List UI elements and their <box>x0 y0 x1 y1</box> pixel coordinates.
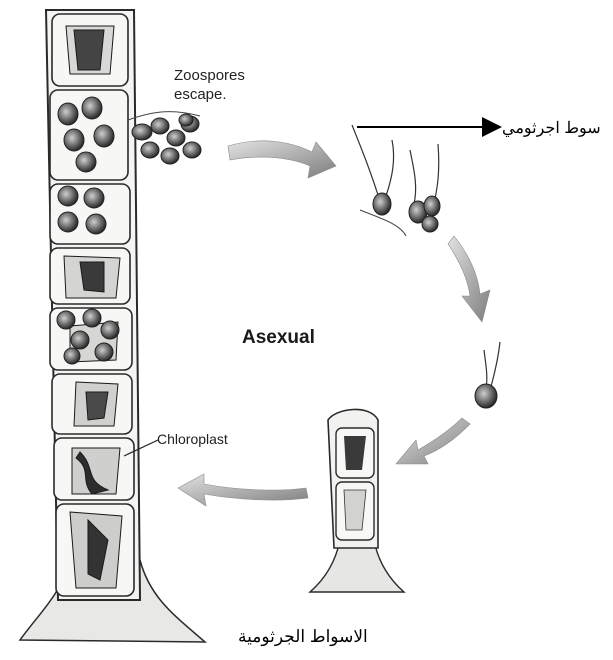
escape-label: escape. <box>174 85 245 104</box>
algal-filament <box>20 10 205 642</box>
free-zoospores <box>352 125 440 236</box>
cycle-arrow-icon <box>448 236 490 322</box>
cycle-arrow-icon <box>228 141 336 178</box>
arabic-caption: الاسواط الجرثومية <box>238 627 368 647</box>
chloroplast-label: Chloroplast <box>157 431 228 447</box>
escaping-zoospores <box>128 112 201 164</box>
zoospores-escape-label: Zoospores escape. <box>174 66 245 104</box>
young-filament <box>310 409 404 592</box>
zoospores-label: Zoospores <box>174 66 245 85</box>
cycle-arrow-icon <box>396 418 470 464</box>
settling-zoospore <box>475 342 500 408</box>
cycle-arrow-icon <box>178 474 308 506</box>
arabic-zoospore-label: سوط اجرثومي <box>502 118 601 138</box>
asexual-label: Asexual <box>242 327 315 349</box>
